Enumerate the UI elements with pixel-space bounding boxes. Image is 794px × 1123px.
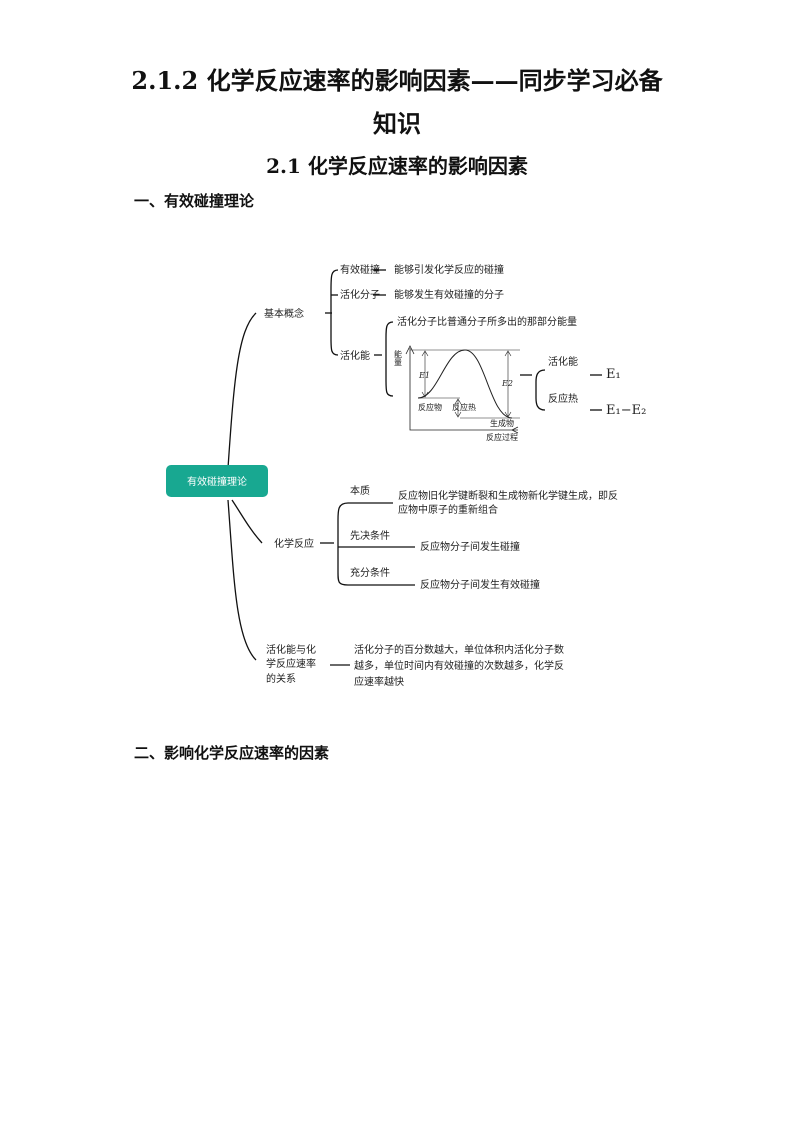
document-title-line1: 2.1.2 化学反应速率的影响因素——同步学习必备: [131, 66, 663, 95]
node-effective-collision: 有效碰撞: [340, 263, 380, 276]
effective-collision-definition: 能够引发化学反应的碰撞: [394, 263, 504, 276]
energy-profile-diagram: 能量 E1 E2 反应物 反应热 生成物 反应过程: [394, 345, 520, 442]
active-molecule-definition: 能够发生有效碰撞的分子: [394, 288, 504, 301]
diagram-e2-label: E2: [501, 379, 513, 388]
diagram-e1-label: E1: [418, 371, 430, 380]
node-relation-line3: 的关系: [266, 672, 296, 685]
activation-energy-definition: 活化分子比普通分子所多出的那部分能量: [397, 315, 577, 328]
node-relation-line2: 学反应速率: [266, 657, 316, 670]
diagram-reactant-label: 反应物: [418, 402, 442, 412]
node-activation-energy: 活化能: [340, 349, 370, 362]
relation-definition-line2: 越多，单位时间内有效碰撞的次数越多，化学反: [354, 659, 564, 672]
section-heading-influencing-factors: 二、影响化学反应速率的因素: [134, 744, 330, 762]
diagram-y-axis-label: 能量: [394, 349, 403, 366]
document-title-line2: 知识: [373, 109, 421, 138]
root-node-label: 有效碰撞理论: [187, 475, 247, 488]
node-sufficient-condition: 充分条件: [350, 566, 390, 579]
node-chemical-reaction: 化学反应: [274, 537, 314, 550]
node-reaction-heat-term: 反应热: [548, 392, 578, 405]
node-relation-line1: 活化能与化: [266, 643, 316, 656]
document-subtitle: 2.1 化学反应速率的影响因素: [266, 154, 528, 178]
node-prerequisite: 先决条件: [350, 529, 390, 542]
section-heading-collision-theory: 一、有效碰撞理论: [134, 192, 255, 210]
root-node: [166, 465, 268, 497]
node-activation-energy-term: 活化能: [548, 355, 578, 368]
node-basic-concepts: 基本概念: [264, 307, 304, 320]
reaction-heat-value: E₁−E₂: [606, 403, 646, 418]
sufficient-condition-definition: 反应物分子间发生有效碰撞: [420, 578, 540, 591]
node-active-molecule: 活化分子: [340, 288, 380, 301]
relation-definition-line1: 活化分子的百分数越大，单位体积内活化分子数: [354, 643, 564, 656]
activation-energy-value: E₁: [606, 367, 621, 382]
mind-map-branches: [227, 269, 602, 666]
essence-definition-line2: 应物中原子的重新组合: [398, 503, 498, 516]
prerequisite-definition: 反应物分子间发生碰撞: [420, 540, 520, 553]
diagram-x-axis-label: 反应过程: [486, 432, 518, 442]
relation-definition-line3: 应速率越快: [354, 675, 404, 688]
node-essence: 本质: [350, 484, 370, 497]
diagram-product-label: 生成物: [490, 418, 514, 428]
essence-definition-line1: 反应物旧化学键断裂和生成物新化学键生成，即反: [398, 489, 618, 502]
diagram-heat-label: 反应热: [452, 402, 476, 412]
